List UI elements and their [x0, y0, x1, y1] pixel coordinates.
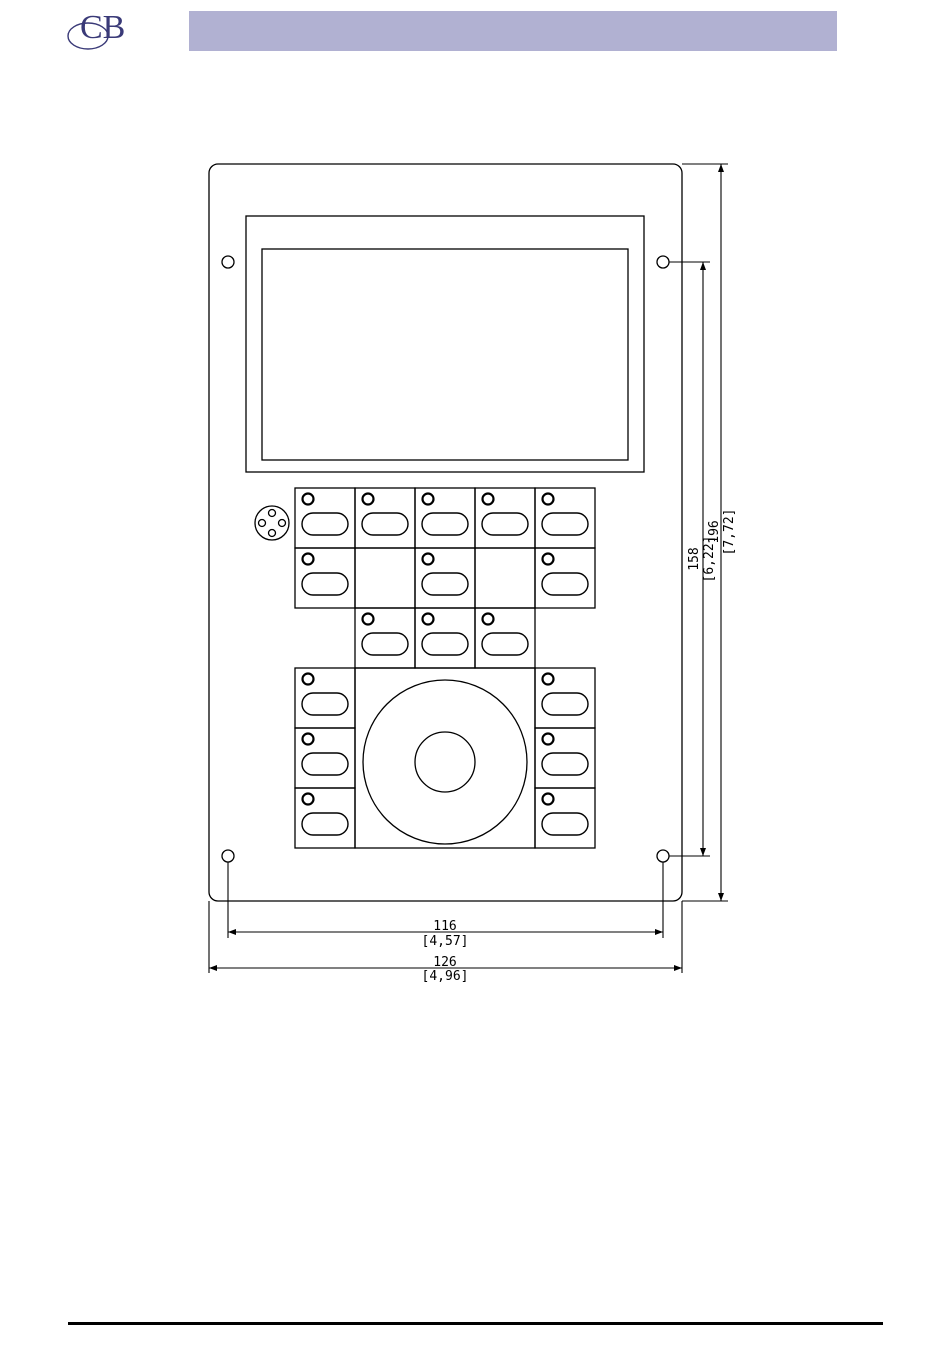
led-indicator	[303, 674, 314, 685]
dim-outer-height-mm: 196	[707, 520, 722, 543]
key-button[interactable]	[302, 734, 348, 776]
led-indicator	[303, 794, 314, 805]
mounting-hole-top-right	[657, 256, 669, 268]
key-cap	[302, 573, 348, 595]
led-indicator	[303, 494, 314, 505]
key-button[interactable]	[422, 554, 468, 596]
device-outline	[209, 164, 682, 901]
button-panel	[295, 488, 595, 848]
led-indicator	[423, 614, 434, 625]
dim-outer-width-mm: 126	[433, 955, 456, 970]
led-indicator	[303, 554, 314, 565]
button-cell	[475, 548, 535, 608]
footer-rule	[68, 1322, 883, 1325]
key-cap	[542, 693, 588, 715]
dim-outer-width-inch: [4,96]	[422, 969, 469, 984]
key-cap	[302, 693, 348, 715]
key-button[interactable]	[302, 794, 348, 836]
dim-outer-height-inch: [7,72]	[722, 509, 737, 556]
dim-inner-width-mm: 116	[433, 919, 456, 934]
key-button[interactable]	[542, 554, 588, 596]
key-cap	[422, 513, 468, 535]
key-cap	[362, 513, 408, 535]
jog-wheel-hub	[415, 732, 475, 792]
jog-wheel	[363, 680, 527, 844]
key-cap	[542, 573, 588, 595]
key-button[interactable]	[302, 554, 348, 596]
led-indicator	[423, 494, 434, 505]
button-cell	[355, 548, 415, 608]
mounting-hole-bottom-left	[222, 850, 234, 862]
jog-wheel-frame	[355, 668, 535, 848]
key-button[interactable]	[422, 494, 468, 536]
key-button[interactable]	[302, 674, 348, 716]
key-cap	[482, 513, 528, 535]
key-cap	[302, 753, 348, 775]
dim-inner-width-inch: [4,57]	[422, 934, 469, 949]
led-indicator	[543, 494, 554, 505]
key-cap	[542, 813, 588, 835]
key-button[interactable]	[542, 674, 588, 716]
key-cap	[422, 573, 468, 595]
led-indicator	[303, 734, 314, 745]
mounting-hole-top-left	[222, 256, 234, 268]
key-button[interactable]	[542, 734, 588, 776]
led-indicator	[543, 734, 554, 745]
led-indicator	[483, 614, 494, 625]
connector	[255, 506, 289, 540]
key-cap	[542, 513, 588, 535]
key-button[interactable]	[302, 494, 348, 536]
key-cap	[422, 633, 468, 655]
key-button[interactable]	[362, 614, 408, 656]
led-indicator	[363, 614, 374, 625]
key-cap	[482, 633, 528, 655]
led-indicator	[483, 494, 494, 505]
key-button[interactable]	[422, 614, 468, 656]
key-button[interactable]	[482, 494, 528, 536]
key-cap	[302, 513, 348, 535]
led-indicator	[363, 494, 374, 505]
key-cap	[302, 813, 348, 835]
led-indicator	[543, 794, 554, 805]
key-button[interactable]	[362, 494, 408, 536]
dim-inner-height-mm: 158	[687, 547, 702, 570]
key-cap	[362, 633, 408, 655]
screen-bezel	[246, 216, 644, 472]
led-indicator	[543, 674, 554, 685]
key-button[interactable]	[542, 494, 588, 536]
key-cap	[542, 753, 588, 775]
key-button[interactable]	[482, 614, 528, 656]
led-indicator	[423, 554, 434, 565]
key-button[interactable]	[542, 794, 588, 836]
mounting-hole-bottom-right	[657, 850, 669, 862]
led-indicator	[543, 554, 554, 565]
screen-display	[262, 249, 628, 460]
